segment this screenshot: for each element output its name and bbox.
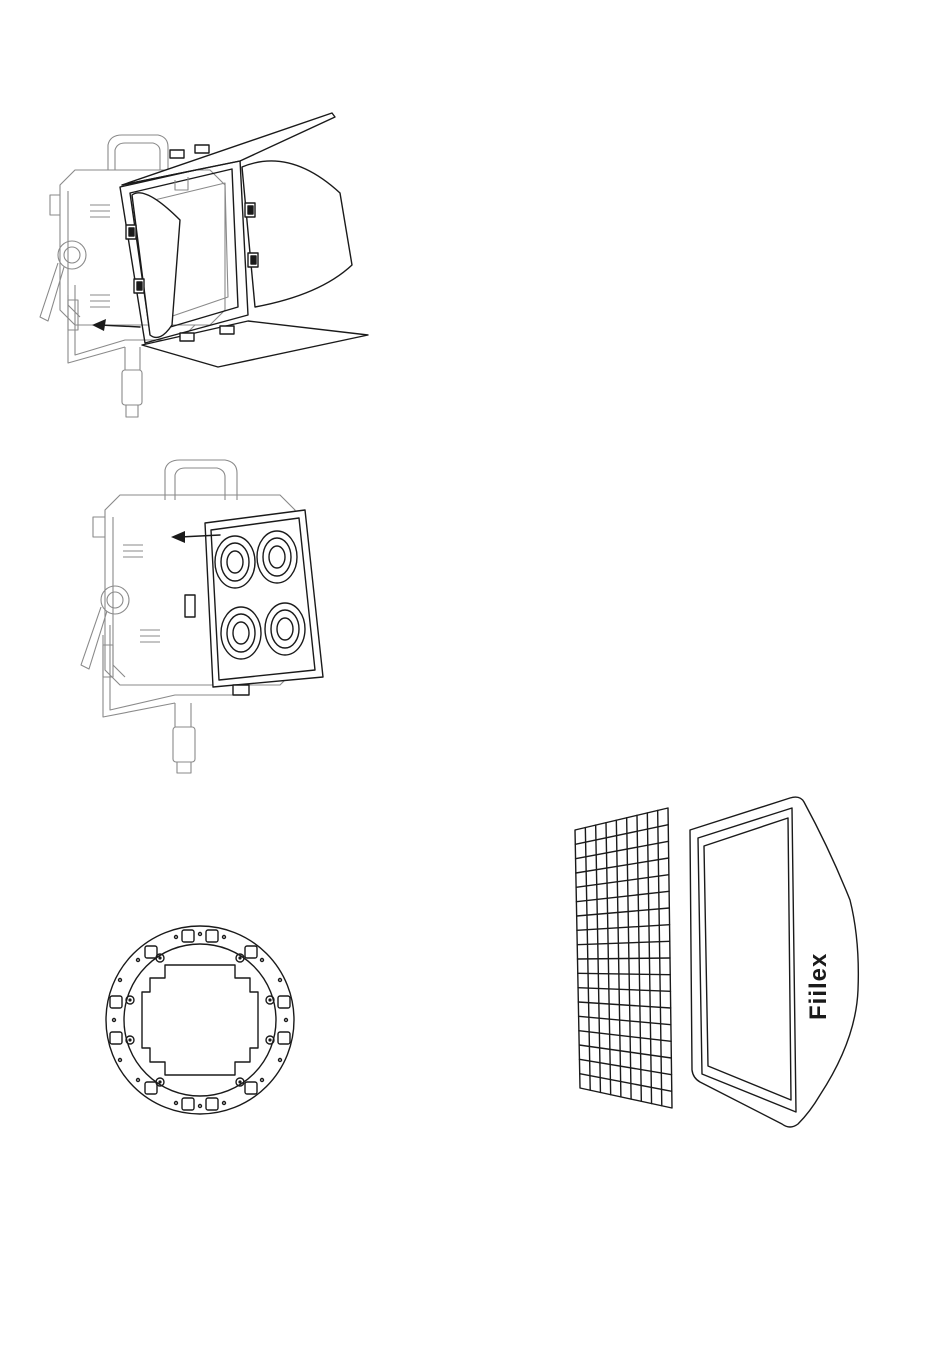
speed-ring-screws — [126, 954, 274, 1086]
speed-ring-figure — [100, 920, 300, 1120]
barndoor-install-icon — [30, 95, 380, 435]
speed-ring-holes — [113, 933, 288, 1108]
barndoor-left-flap — [132, 193, 180, 338]
grid-line — [578, 958, 671, 959]
speed-ring-icon — [100, 920, 300, 1120]
egg-crate-grid — [575, 808, 672, 1108]
barndoor-figure — [30, 95, 380, 435]
fresnel-lens-install-icon — [65, 455, 345, 775]
softbox-figure: Fiilex — [560, 790, 880, 1130]
fresnel-figure — [65, 455, 345, 775]
barndoor-bottom-flap — [142, 321, 368, 367]
fresnel-panel — [185, 510, 323, 695]
softbox-icon: Fiilex — [560, 790, 880, 1130]
barndoor-right-flap — [242, 161, 352, 307]
softbox-brand-logo: Fiilex — [805, 953, 832, 1020]
softbox-body — [690, 797, 858, 1127]
speed-ring-tabs — [110, 930, 290, 1110]
